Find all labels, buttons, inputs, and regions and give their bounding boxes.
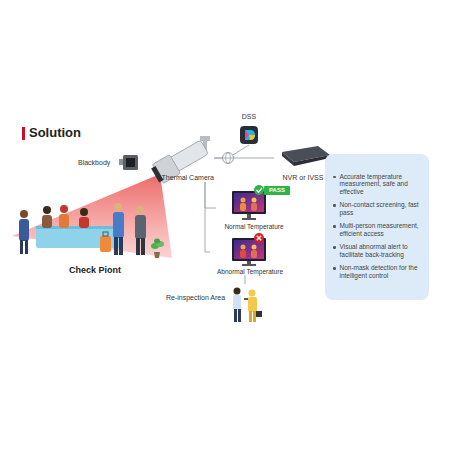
checkpoint-node: Check Piont [15,190,175,275]
bullet-text: Non-mask detection for the intelligent c… [340,264,422,279]
node-label: Abnormal Temperature [217,268,283,275]
pass-tag: PASS [264,186,290,195]
bullet-dot [333,176,336,179]
bullet-row: Non-contact screening, fast pass [333,201,421,216]
thermal-cone [12,174,172,258]
node-label: NVR or IVSS [283,174,324,182]
bullet-dot [333,267,336,270]
blackbody-label: Blackbody [78,152,122,174]
nvr-device [282,146,330,166]
bullet-dot [333,225,336,228]
dss-icon [240,126,258,144]
nvr-node: NVR or IVSS [274,146,332,182]
camera-node: Thermal Camera [148,138,214,182]
node-label: PASS [269,187,285,194]
bullet-row: Visual abnormal alert to facilitate back… [333,243,421,258]
bullet-row: Multi-person measurement, efficient acce… [333,222,421,237]
dss-node: DSS [234,113,264,145]
result-node: Abnormal Temperature [210,233,290,275]
bullet-text: Multi-person measurement, efficient acce… [340,222,422,237]
bullet-dot [333,204,336,207]
bullet-text: Accurate temperature measurement, safe a… [340,173,422,195]
bullet-row: Non-mask detection for the intelligent c… [333,264,421,279]
node-label: Thermal Camera [161,174,214,182]
check-point-scene [19,203,164,258]
monitor-normal [232,185,266,220]
node-label: DSS [242,113,256,121]
title-bar [22,127,25,140]
bullet-dot [333,246,336,249]
connector [205,182,210,252]
bullet-text: Visual abnormal alert to facilitate back… [340,243,422,258]
blackbody-icon [119,155,138,170]
node-label: Re-inspection Area [166,294,225,302]
re-inspection-people [233,288,262,323]
connector [245,275,246,284]
title: Solution [29,125,81,140]
feature-panel: Accurate temperature measurement, safe a… [325,154,429,300]
reinspection-node: Re-inspection Area [166,284,260,324]
bullet-text: Non-contact screening, fast pass [340,201,422,216]
result-node: Normal Temperature PASS [216,186,292,230]
monitor-abnormal [232,233,266,266]
network-globe [223,153,234,164]
bullet-row: Accurate temperature measurement, safe a… [333,173,421,195]
node-label: Check Piont [69,265,121,275]
node-label: Normal Temperature [224,223,283,230]
node-label: Blackbody [78,159,110,167]
connector [205,182,216,208]
